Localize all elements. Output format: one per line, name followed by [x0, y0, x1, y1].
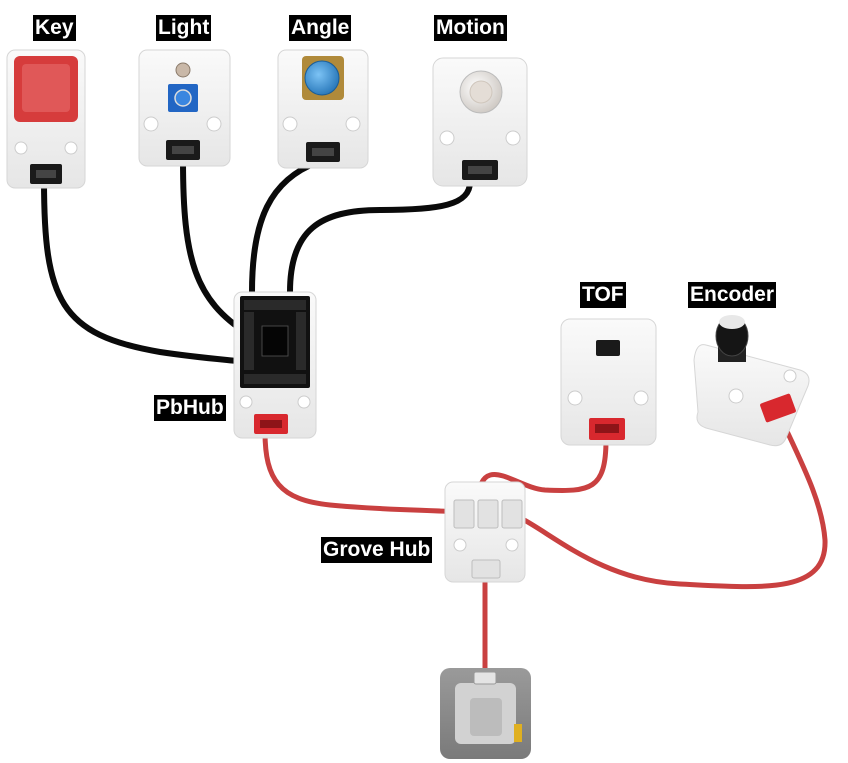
- encoder-unit: [693, 315, 810, 447]
- tof-sensor-icon: [596, 340, 620, 356]
- motion-unit: [432, 57, 528, 187]
- light-sensor-icon: [175, 62, 191, 78]
- label-light: Light: [156, 15, 212, 41]
- pbhub-unit: [233, 291, 317, 439]
- label-grove-hub: Grove Hub: [321, 537, 433, 563]
- label-tof: TOF: [580, 282, 626, 308]
- tof-unit: [560, 318, 657, 446]
- motion-unit-body: [432, 57, 528, 187]
- label-angle: Angle: [289, 15, 352, 41]
- encoder-unit-body: [693, 344, 810, 447]
- light-unit: [138, 49, 231, 167]
- label-encoder: Encoder: [688, 282, 777, 308]
- controller-core: [440, 668, 531, 759]
- cable-pbhub-to-grovehub: [262, 429, 461, 515]
- black-cables: [41, 157, 473, 365]
- controller-port: [473, 671, 497, 685]
- cable-motion-to-pbhub: [287, 179, 473, 295]
- angle-unit: [277, 49, 369, 169]
- label-motion: Motion: [434, 15, 507, 41]
- grove-hub-unit: [444, 481, 526, 583]
- cable-angle-to-pbhub: [249, 159, 321, 295]
- cable-key-to-pbhub: [41, 177, 249, 365]
- label-key: Key: [33, 15, 76, 41]
- angle-unit-body: [277, 49, 369, 169]
- cable-light-to-pbhub: [180, 157, 251, 337]
- encoder-grove-port: [760, 393, 796, 423]
- tof-unit-body: [560, 318, 657, 446]
- angle-knob-icon: [304, 60, 340, 96]
- label-pbhub: PbHub: [154, 395, 226, 421]
- key-unit: [6, 49, 86, 189]
- cable-encoder-to-grovehub: [502, 409, 828, 590]
- red-cables: [262, 409, 828, 678]
- cable-tof-to-grovehub: [474, 437, 609, 508]
- grove-hub-out-port: [471, 559, 501, 579]
- pbhub-chip: [261, 325, 289, 357]
